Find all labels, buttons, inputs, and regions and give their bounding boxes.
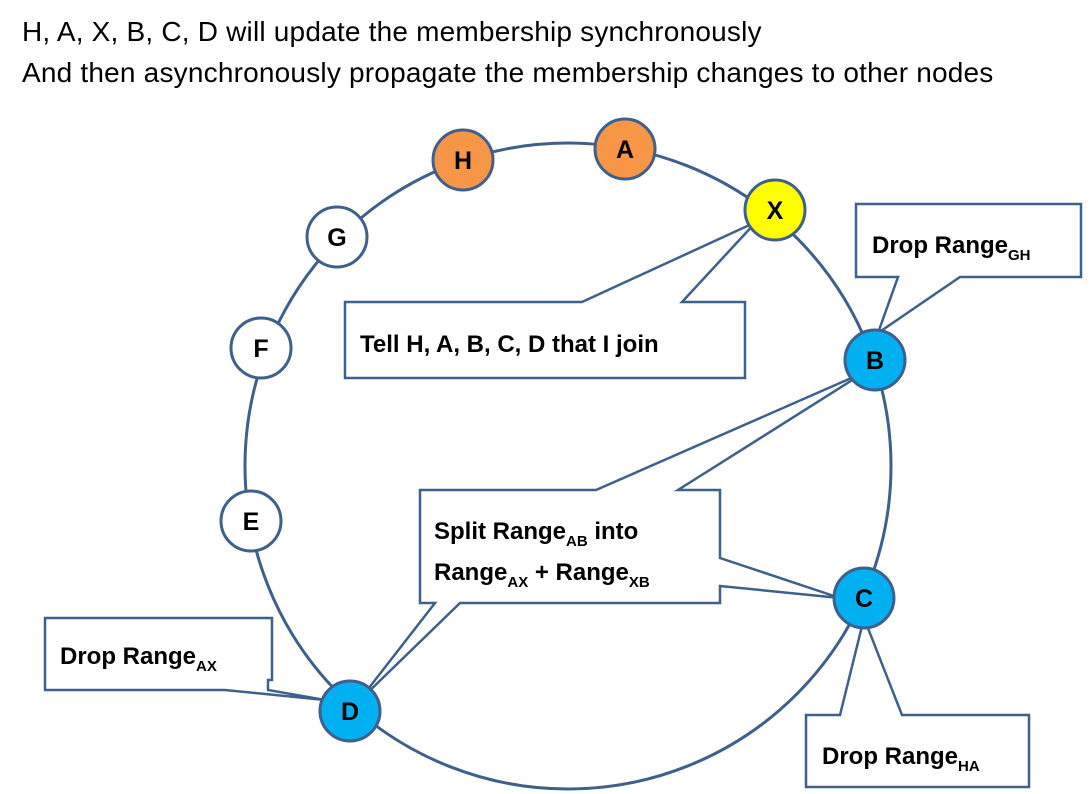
node-e-label: E: [243, 508, 260, 536]
node-h: H: [431, 128, 495, 192]
node-g-label: G: [327, 224, 346, 252]
callout-split-line-2: RangeAX + RangeXB: [434, 559, 650, 591]
node-f-circle: [229, 316, 293, 380]
node-a-label: A: [616, 136, 634, 164]
node-x-label: X: [767, 197, 784, 225]
node-x: X: [743, 178, 807, 242]
ring-circle: [243, 141, 893, 791]
callout-drop-ax-sub: AX: [196, 658, 217, 675]
callout-drop-ax-main: Drop Range: [60, 643, 196, 670]
node-a-circle: [593, 117, 657, 181]
node-d-label: D: [341, 698, 359, 726]
node-h-label: H: [454, 147, 472, 175]
node-e-circle: [219, 489, 283, 553]
callout-drop-gh-text: Drop RangeGH: [872, 232, 1031, 264]
callout-tell-join: Tell H, A, B, C, D that I join: [343, 220, 757, 380]
callout-drop-gh-main: Drop Range: [872, 232, 1008, 259]
callout-split-line-1: Split RangeAB into: [434, 518, 638, 550]
node-c-label: C: [855, 585, 873, 613]
node-f: F: [229, 316, 293, 380]
callout-drop-ha-sub: HA: [958, 758, 980, 775]
node-h-circle: [431, 128, 495, 192]
callout-drop-range-gh: Drop RangeGH: [854, 202, 1083, 337]
node-b-circle: [843, 328, 907, 392]
callout-drop-range-ax: Drop RangeAX: [43, 616, 326, 702]
node-g-circle: [305, 205, 369, 269]
node-f-label: F: [253, 335, 268, 363]
node-c: C: [832, 566, 896, 630]
node-d: D: [318, 679, 382, 743]
node-c-circle: [832, 566, 896, 630]
node-a: A: [593, 117, 657, 181]
node-b: B: [843, 328, 907, 392]
callout-drop-range-ha: Drop RangeHA: [804, 613, 1031, 789]
callout-tell-join-text: Tell H, A, B, C, D that I join: [360, 331, 659, 358]
node-g: G: [305, 205, 369, 269]
node-d-circle: [318, 679, 382, 743]
node-b-label: B: [866, 347, 884, 375]
callout-drop-ax-text: Drop RangeAX: [60, 643, 217, 675]
node-e: E: [219, 489, 283, 553]
callout-drop-ha-text: Drop RangeHA: [822, 743, 980, 775]
node-x-circle: [743, 178, 807, 242]
callout-split-range: Split RangeAB into RangeAX + RangeXB: [357, 370, 866, 703]
callout-drop-ha-main: Drop Range: [822, 743, 958, 770]
heading-line-2: And then asynchronously propagate the me…: [22, 57, 994, 88]
callout-drop-gh-sub: GH: [1008, 247, 1031, 264]
heading-line-1: H, A, X, B, C, D will update the members…: [22, 16, 762, 47]
